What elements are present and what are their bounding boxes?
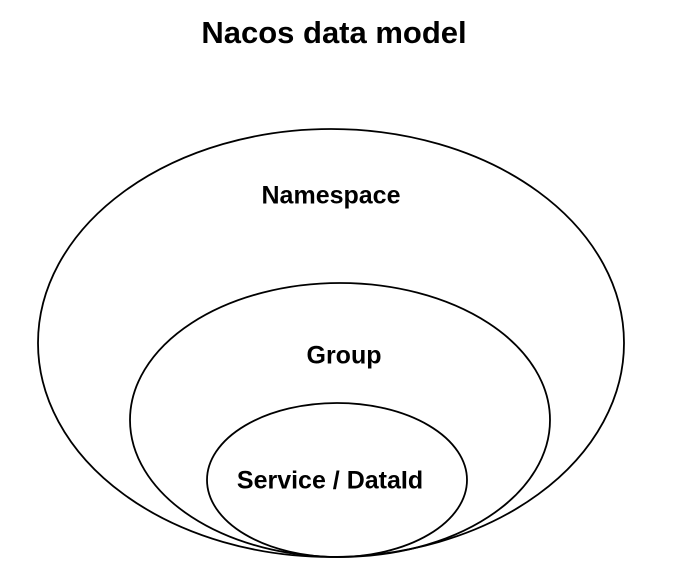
group-ellipse bbox=[129, 282, 551, 558]
service-dataid-label: Service / DataId bbox=[236, 466, 424, 495]
diagram-title: Nacos data model bbox=[201, 15, 467, 50]
group-label: Group bbox=[306, 341, 382, 370]
namespace-label: Namespace bbox=[261, 181, 401, 210]
service-dataid-ellipse bbox=[206, 402, 468, 558]
